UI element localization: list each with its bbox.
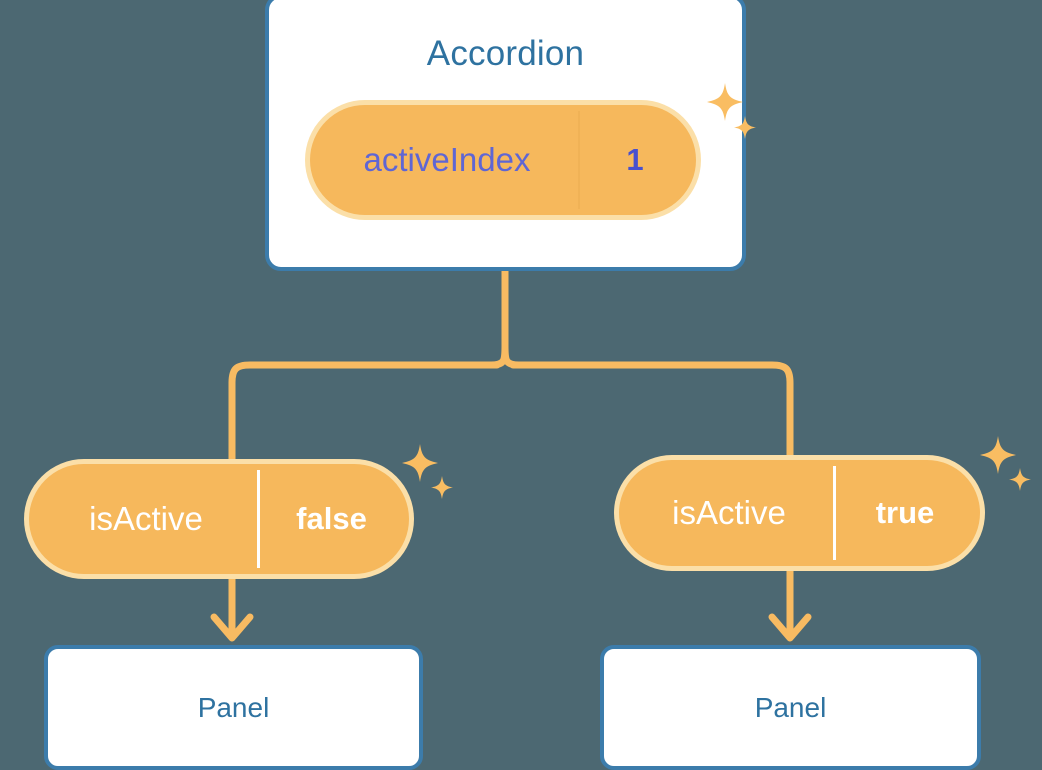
- state-pill-is-active-right[interactable]: isActive true: [614, 455, 985, 571]
- connector-trunk-mirror: [487, 342, 509, 369]
- panel-title: Panel: [754, 691, 827, 723]
- connector-branch-right: [509, 361, 794, 462]
- state-value-label: true: [833, 466, 974, 560]
- state-pill-active-index[interactable]: activeIndex 1: [305, 100, 701, 220]
- state-pill-is-active-left[interactable]: isActive false: [24, 459, 414, 579]
- page-title: Accordion: [426, 34, 585, 73]
- panel-card-right[interactable]: Panel: [600, 645, 981, 770]
- panel-title: Panel: [197, 691, 270, 723]
- connector-branch-left: [228, 361, 501, 466]
- state-value-label: 1: [578, 111, 690, 209]
- state-key-label: activeIndex: [363, 141, 531, 178]
- state-value-label: false: [257, 470, 403, 568]
- state-key-label: isActive: [672, 494, 786, 531]
- panel-card-left[interactable]: Panel: [44, 645, 423, 770]
- arrow-right-head-icon: [768, 613, 812, 642]
- connector-trunk: [501, 267, 523, 369]
- state-key-label: isActive: [89, 500, 203, 537]
- sparkles-icon: [980, 436, 1031, 491]
- arrow-left-head-icon: [210, 613, 254, 642]
